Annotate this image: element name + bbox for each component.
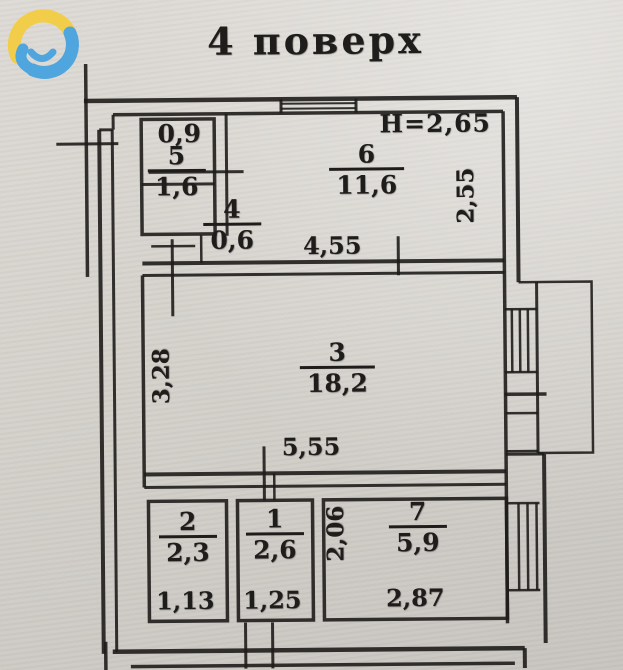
dim-mid-width: 5,55 [281, 431, 341, 462]
room5-label: 5 1,6 [147, 141, 206, 201]
room5-area: 1,6 [147, 168, 206, 201]
room4-area: 0,6 [203, 221, 262, 254]
room1-number: 1 [265, 504, 284, 534]
dim-top-width: 4,55 [302, 230, 362, 261]
room5-number: 5 [167, 141, 186, 171]
room6-number: 6 [357, 139, 376, 169]
brand-logo-icon [7, 9, 79, 79]
room3-area: 18,2 [299, 364, 375, 398]
room4-label: 4 0,6 [203, 194, 262, 254]
dim-room7-width: 2,87 [385, 582, 445, 613]
room2-label: 2 2,3 [158, 507, 217, 567]
dim-room7-depth: 2,06 [321, 505, 350, 562]
room7-number: 7 [408, 497, 427, 527]
room6-label: 6 11,6 [329, 139, 405, 199]
room4-number: 4 [223, 194, 241, 224]
room7-label: 7 5,9 [388, 497, 447, 557]
room7-area: 5,9 [388, 524, 447, 557]
room3-number: 3 [328, 337, 346, 367]
dim-room3-depth: 3,28 [147, 348, 176, 405]
room1-area: 2,6 [245, 531, 304, 564]
room6-area: 11,6 [329, 166, 405, 199]
room2-number: 2 [178, 507, 197, 537]
room2-area: 2,3 [158, 534, 217, 567]
room3-label: 3 18,2 [299, 337, 375, 398]
dim-room1-width: 1,25 [242, 585, 302, 615]
dim-room2-width: 1,13 [155, 585, 215, 616]
ceiling-height-note: H=2,65 [379, 108, 492, 139]
room1-label: 1 2,6 [245, 504, 304, 564]
dim-room6-depth: 2,55 [452, 167, 480, 224]
